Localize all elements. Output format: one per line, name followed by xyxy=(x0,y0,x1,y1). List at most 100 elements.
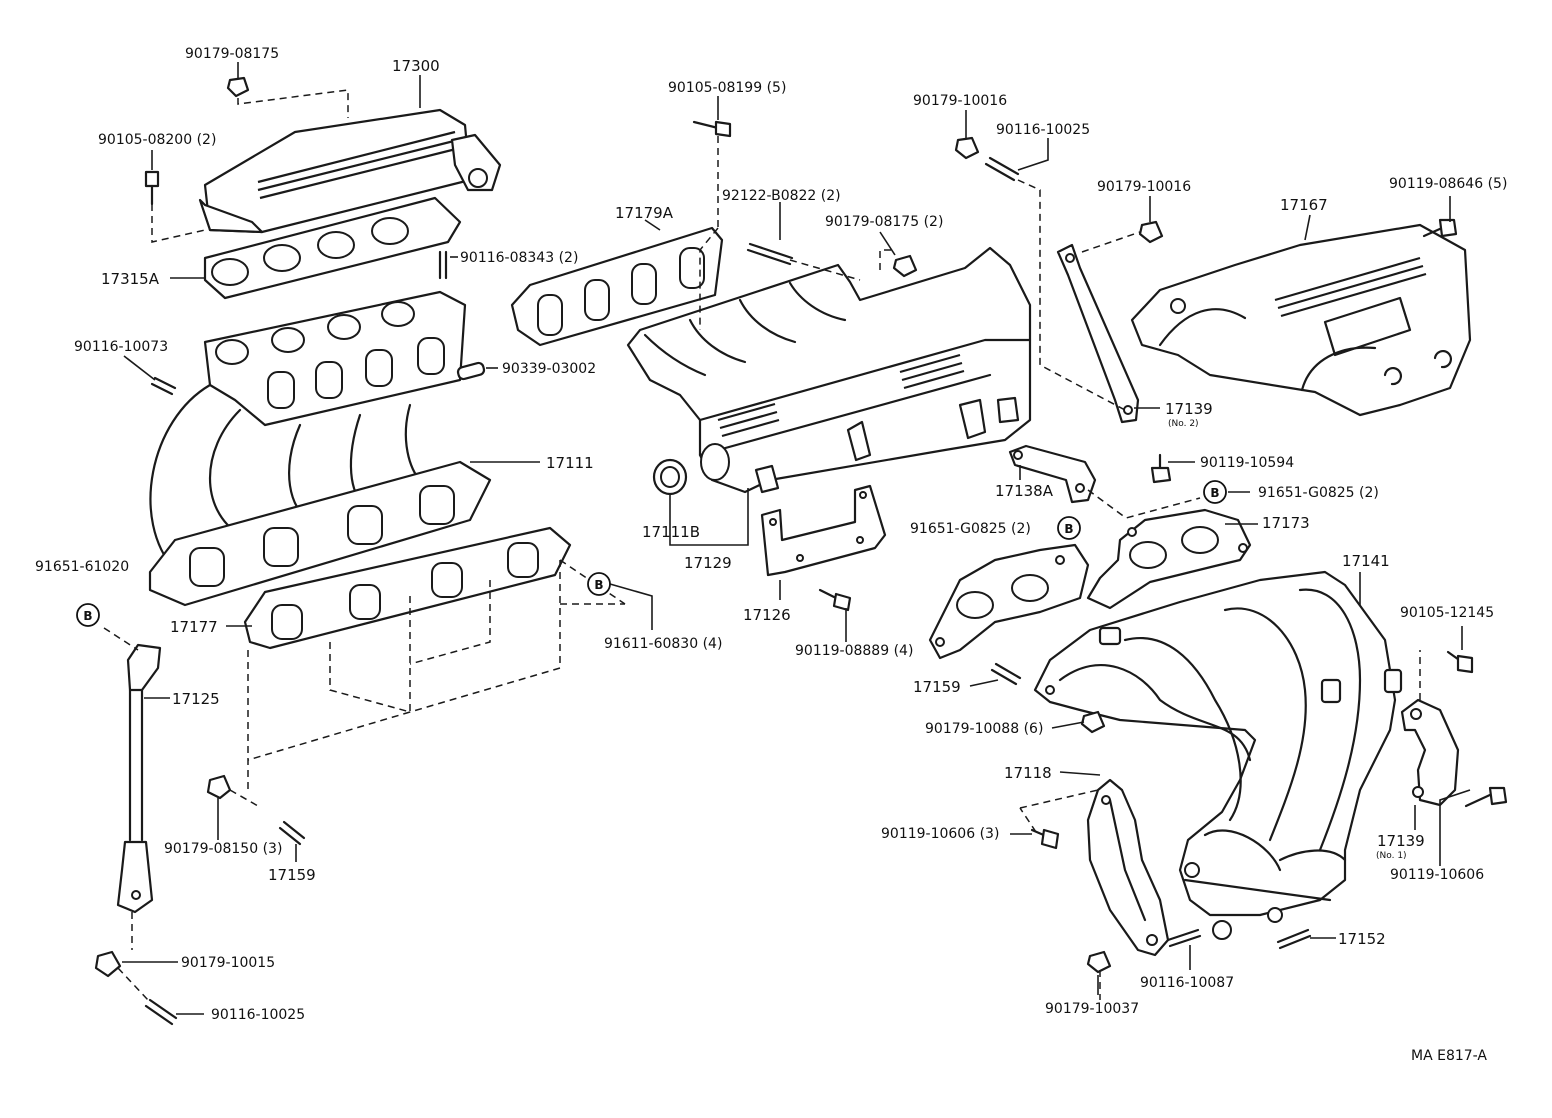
label-17125: 17125 xyxy=(172,690,220,708)
label-90119-10606-left: 90119-10606 (3) xyxy=(881,826,999,842)
label-17139-no1: 17139 xyxy=(1377,832,1425,850)
diagram-code: MA E817-A xyxy=(1411,1048,1487,1064)
label-17173: 17173 xyxy=(1262,514,1310,532)
label-17177: 17177 xyxy=(170,618,218,636)
label-91651-61020: 91651-61020 xyxy=(35,559,129,575)
label-90119-10594: 90119-10594 xyxy=(1200,455,1294,471)
svg-text:B: B xyxy=(83,609,92,623)
stud-90116-10073 xyxy=(150,376,177,396)
label-90179-08175-top: 90179-08175 xyxy=(185,46,279,62)
label-17315A: 17315A xyxy=(101,270,160,288)
o-ring-17111B xyxy=(652,458,688,496)
label-17179A: 17179A xyxy=(615,204,674,222)
heat-insulator-stay-17139-no2 xyxy=(1056,243,1140,424)
label-17139-no2-sub: (No. 2) xyxy=(1168,419,1199,429)
stud-90116-08343 xyxy=(438,250,448,280)
svg-text:B: B xyxy=(1064,522,1073,536)
exhaust-manifold-gasket-17173 xyxy=(1086,508,1252,610)
bolt-90119-10594 xyxy=(1150,453,1172,484)
stud-17159-right xyxy=(990,662,1022,686)
nut-90179-10016-top xyxy=(954,136,980,160)
intake-plenum-gasket-17315A xyxy=(203,196,462,300)
label-17167: 17167 xyxy=(1280,196,1328,214)
intake-air-surge-tank-17129 xyxy=(626,246,1032,494)
pin-90339-03002 xyxy=(456,361,486,381)
air-intake-cover-17300 xyxy=(198,108,502,234)
bolt-90119-08889 xyxy=(818,588,852,612)
callout-b-left: B xyxy=(76,603,100,627)
label-90179-10015: 90179-10015 xyxy=(181,955,275,971)
label-17111B: 17111B xyxy=(642,523,700,541)
label-90116-10087: 90116-10087 xyxy=(1140,975,1234,991)
exhaust-manifold-heat-insulator-17167 xyxy=(1130,223,1472,417)
callout-b-right-lower: B xyxy=(1057,516,1081,540)
label-90179-10037: 90179-10037 xyxy=(1045,1001,1139,1017)
bolt-90105-08199 xyxy=(692,120,732,138)
label-90179-10016-right: 90179-10016 xyxy=(1097,179,1191,195)
label-17138A: 17138A xyxy=(995,482,1054,500)
nut-90179-08175-top xyxy=(226,76,250,98)
label-91651-G0825-right: 91651-G0825 (2) xyxy=(1258,485,1379,501)
svg-text:B: B xyxy=(1210,486,1219,500)
label-90105-08200: 90105-08200 (2) xyxy=(98,132,216,148)
label-92122-B0822: 92122-B0822 (2) xyxy=(722,188,841,204)
label-90179-10088: 90179-10088 (6) xyxy=(925,721,1043,737)
callout-b-right-upper: B xyxy=(1203,480,1227,504)
label-90116-08343: 90116-08343 (2) xyxy=(460,250,578,266)
bracket-17138A xyxy=(1008,444,1097,504)
label-17139-no2: 17139 xyxy=(1165,400,1213,418)
label-17111: 17111 xyxy=(546,454,594,472)
surge-tank-gasket-17179A xyxy=(510,226,724,347)
label-17159-right: 17159 xyxy=(913,678,961,696)
label-17126: 17126 xyxy=(743,606,791,624)
label-17118: 17118 xyxy=(1004,764,1052,782)
label-17129: 17129 xyxy=(684,554,732,572)
label-90116-10025-bottom: 90116-10025 xyxy=(211,1007,305,1023)
label-17152: 17152 xyxy=(1338,930,1386,948)
label-90119-08889: 90119-08889 (4) xyxy=(795,643,913,659)
heat-insulator-stay-17139-no1 xyxy=(1400,698,1460,807)
bolt-90105-08200 xyxy=(144,170,160,206)
stud-92122-B0822 xyxy=(746,242,794,266)
svg-text:B: B xyxy=(594,578,603,592)
label-91651-G0825-left: 91651-G0825 (2) xyxy=(910,521,1031,537)
stud-17152 xyxy=(1276,928,1312,950)
bolt-90119-10606-left xyxy=(1030,828,1060,850)
intake-manifold-17111 xyxy=(148,290,492,607)
intake-manifold-gasket-17177 xyxy=(243,526,572,650)
exhaust-manifold-17141 xyxy=(1033,570,1403,940)
nut-90179-10015 xyxy=(94,950,122,978)
stud-17159-left xyxy=(278,820,306,846)
nut-90179-10016-right xyxy=(1138,220,1164,244)
exhaust-heat-insulator-17118 xyxy=(1086,778,1170,957)
label-91611-60830: 91611-60830 (4) xyxy=(604,636,722,652)
manifold-stay-17126 xyxy=(760,484,887,577)
nut-90179-08175-mid xyxy=(892,254,918,278)
stud-90116-10025-top xyxy=(984,156,1020,182)
stud-90116-10087 xyxy=(1166,928,1202,948)
stud-90116-10025-bottom xyxy=(144,998,178,1026)
label-90116-10025-top: 90116-10025 xyxy=(996,122,1090,138)
label-90119-10606-right: 90119-10606 xyxy=(1390,867,1484,883)
label-90105-08199: 90105-08199 (5) xyxy=(668,80,786,96)
nut-90179-08150 xyxy=(206,774,232,800)
label-90179-10016-top: 90179-10016 xyxy=(913,93,1007,109)
label-17141: 17141 xyxy=(1342,552,1390,570)
nut-90179-10037 xyxy=(1086,950,1112,974)
label-90179-08175-mid: 90179-08175 (2) xyxy=(825,214,943,230)
label-90179-08150: 90179-08150 (3) xyxy=(164,841,282,857)
bolt-90105-12145 xyxy=(1446,650,1474,674)
label-90119-08646: 90119-08646 (5) xyxy=(1389,176,1507,192)
label-90116-10073: 90116-10073 xyxy=(74,339,168,355)
bolt-90119-10606-right xyxy=(1464,786,1508,808)
callout-b-mid: B xyxy=(587,572,611,596)
bolt-90119-08646 xyxy=(1422,218,1458,238)
label-17300: 17300 xyxy=(392,57,440,75)
label-17159-left: 17159 xyxy=(268,866,316,884)
label-17139-no1-sub: (No. 1) xyxy=(1376,851,1407,861)
exhaust-manifold-gasket-second xyxy=(928,543,1090,660)
label-90105-12145: 90105-12145 xyxy=(1400,605,1494,621)
label-90339-03002: 90339-03002 xyxy=(502,361,596,377)
hose-17125 xyxy=(116,643,162,914)
